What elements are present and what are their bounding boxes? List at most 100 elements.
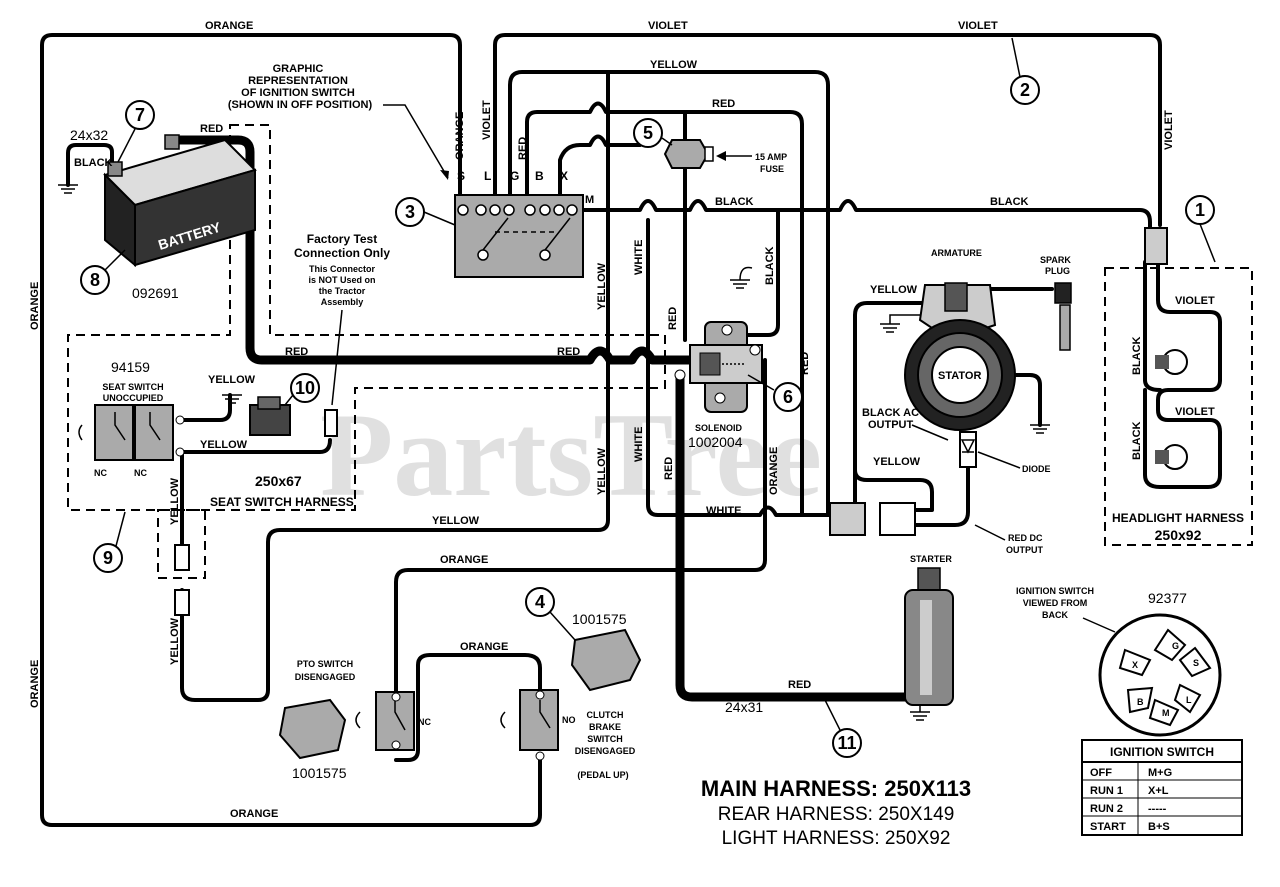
- callout-1: 1: [1185, 195, 1216, 263]
- label-violet-light1: VIOLET: [1175, 295, 1215, 307]
- svg-text:11: 11: [837, 733, 856, 753]
- label-red-main1: RED: [285, 346, 308, 358]
- wire-red-dc: [913, 448, 970, 527]
- label-yellow-stator: YELLOW: [873, 456, 921, 468]
- ign-graphic-title3: OF IGNITION SWITCH: [241, 87, 355, 99]
- black-ac2: OUTPUT: [868, 419, 914, 431]
- factory-test-note1: This Connector: [309, 264, 375, 274]
- ign-pin-s: S: [1193, 658, 1199, 668]
- starter-cable: 24x31: [725, 699, 763, 715]
- light-harness-title: LIGHT HARNESS: 250X92: [722, 828, 951, 849]
- battery-neg-terminal: [107, 161, 123, 177]
- wire-black-x: [558, 134, 642, 207]
- label-red-sol: RED: [667, 307, 679, 330]
- label-yellow-v4: YELLOW: [169, 617, 181, 665]
- label-red-v1: RED: [799, 352, 811, 375]
- label-yellow-top: YELLOW: [650, 59, 698, 71]
- svg-text:9: 9: [103, 548, 113, 568]
- label-orange-pto: ORANGE: [460, 641, 508, 653]
- clutch-title4: DISENGAGED: [575, 746, 636, 756]
- ign-term-b: B: [535, 169, 544, 183]
- pto-title2: DISENGAGED: [295, 672, 356, 682]
- spark-label2: PLUG: [1045, 266, 1070, 276]
- label-orange-mid: ORANGE: [440, 554, 488, 566]
- armature-label: ARMATURE: [931, 248, 982, 258]
- rear-harness-title: REAR HARNESS: 250X149: [718, 804, 955, 825]
- ign-table-title: IGNITION SWITCH: [1110, 745, 1214, 759]
- svg-text:5: 5: [643, 123, 653, 143]
- wire-red-starter[interactable]: [675, 370, 910, 702]
- main-harness-title: MAIN HARNESS: 250X113: [701, 776, 971, 801]
- battery-pos-terminal: [164, 134, 180, 150]
- factory-test-connector: Factory Test Connection Only This Connec…: [294, 232, 390, 437]
- ignition-table: IGNITION SWITCH OFF M+G RUN 1 X+L RUN 2 …: [1081, 739, 1243, 836]
- wire-orange-outer: [40, 33, 542, 827]
- callout-6: 6: [747, 374, 803, 412]
- ign-table-conn-0: M+G: [1148, 767, 1172, 779]
- label-violet-light2: VIOLET: [1175, 406, 1215, 418]
- svg-text:1: 1: [1195, 200, 1205, 220]
- svg-text:7: 7: [135, 105, 145, 125]
- label-white-h: WHITE: [706, 505, 741, 517]
- ign-back-title2: VIEWED FROM: [1023, 598, 1088, 608]
- ign-table-pos-1: RUN 1: [1090, 785, 1123, 797]
- wire-seat-yellow1: [178, 393, 232, 422]
- pto-nc: NC: [418, 717, 431, 727]
- ign-table-pos-2: RUN 2: [1090, 803, 1123, 815]
- red-dc2: OUTPUT: [1006, 545, 1044, 555]
- seat-nc2: NC: [134, 468, 147, 478]
- seat-part: 94159: [111, 359, 150, 375]
- battery-part: 092691: [132, 285, 179, 301]
- ign-pin-g: G: [1172, 641, 1179, 651]
- harness-outlines: [67, 124, 1253, 579]
- label-yellow-arm: YELLOW: [870, 284, 918, 296]
- wire-black-m: [570, 199, 1152, 232]
- label-violet-ign: VIOLET: [481, 100, 493, 140]
- fuse-label1: 15 AMP: [755, 152, 787, 162]
- ign-pin-x: X: [1132, 660, 1138, 670]
- seat-harness-name: SEAT SWITCH HARNESS: [210, 495, 354, 509]
- wire-seat-yellow2: [180, 438, 332, 547]
- ign-term-s: S: [457, 169, 465, 183]
- wire-white: [646, 218, 832, 517]
- spark-label1: SPARK: [1040, 255, 1071, 265]
- engine: ARMATURE SPARK PLUG STATOR BLACK AC OUTP…: [725, 248, 1072, 715]
- ign-term-g: G: [510, 169, 519, 183]
- wire-red-main[interactable]: [167, 135, 695, 365]
- black-ac1: BLACK AC: [862, 407, 919, 419]
- harness-titles: MAIN HARNESS: 250X113 REAR HARNESS: 250X…: [701, 776, 971, 849]
- svg-text:8: 8: [90, 270, 100, 290]
- wire-violet-top: [493, 33, 1162, 227]
- diode-label: DIODE: [1022, 464, 1051, 474]
- clutch-no: NO: [562, 715, 576, 725]
- ign-back-title1: IGNITION SWITCH: [1016, 586, 1094, 596]
- wire-orange-sol: [394, 358, 767, 697]
- callout-11: 11: [824, 699, 862, 758]
- wire-orange-pto: [394, 653, 542, 762]
- clutch-part: 1001575: [572, 611, 627, 627]
- solenoid-label: SOLENOID: [695, 423, 743, 433]
- seat-harness-part: 250x67: [255, 473, 302, 489]
- headlight-part: 250x92: [1155, 527, 1202, 543]
- pto-part: 1001575: [292, 765, 347, 781]
- label-black-m: BLACK: [715, 196, 754, 208]
- label-orange-bottom: ORANGE: [230, 808, 278, 820]
- svg-text:2: 2: [1020, 80, 1030, 100]
- ign-term-x: X: [560, 169, 568, 183]
- ign-back-title3: BACK: [1042, 610, 1068, 620]
- seat-switch: 94159 SEAT SWITCH UNOCCUPIED NC NC 250x6…: [78, 359, 354, 616]
- label-white-v1: WHITE: [633, 240, 645, 275]
- ign-graphic-title4: (SHOWN IN OFF POSITION): [228, 99, 373, 111]
- svg-text:3: 3: [405, 202, 415, 222]
- label-black-sol: BLACK: [764, 246, 776, 285]
- wire-stator-gnd: [1013, 373, 1042, 427]
- callout-7: 7: [117, 100, 155, 163]
- label-orange-left-upper: ORANGE: [29, 282, 41, 330]
- factory-test-title2: Connection Only: [294, 246, 390, 260]
- wire-yellow-stator: [853, 468, 934, 512]
- stator-label: STATOR: [938, 370, 981, 382]
- wire-yellow-drop: [180, 70, 610, 702]
- wire-red-top: [525, 101, 804, 517]
- ign-graphic-title1: GRAPHIC: [273, 63, 324, 75]
